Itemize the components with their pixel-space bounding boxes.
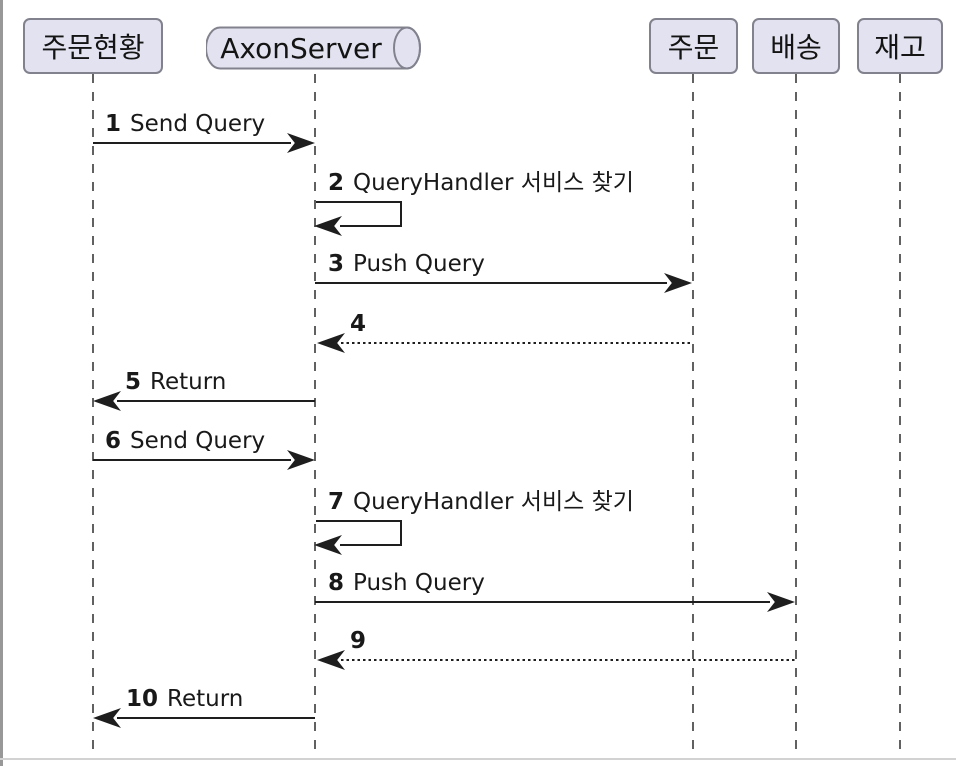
message-4-label: 4: [350, 309, 375, 339]
message-1-arrowhead: [287, 133, 315, 153]
participant-inventory: 재고: [857, 18, 943, 74]
message-6-label: 6 Send Query: [105, 426, 265, 456]
lifeline-inventory: [899, 74, 901, 751]
participant-delivery: 배송: [752, 18, 840, 74]
message-3-text: Push Query: [353, 251, 485, 277]
message-7-text: QueryHandler 서비스 찾기: [353, 489, 634, 515]
message-4-line: [341, 342, 693, 344]
message-9-line: [341, 659, 796, 661]
message-10-number: 10: [126, 686, 159, 712]
message-2-arrowhead: [314, 216, 342, 236]
message-1-text: Send Query: [130, 111, 266, 137]
lifeline-order-status: [92, 74, 94, 751]
message-4-number: 4: [350, 311, 367, 337]
message-7-arrowhead: [314, 535, 342, 555]
message-10-text: Return: [167, 686, 244, 712]
participant-order: 주문: [649, 18, 738, 74]
page-bottom-border: [0, 758, 956, 760]
message-8-line: [315, 601, 770, 603]
message-7-loop-bottom: [340, 544, 402, 546]
message-7-label: 7 QueryHandler 서비스 찾기: [328, 487, 634, 517]
message-5-label: 5 Return: [125, 367, 226, 397]
message-6-number: 6: [105, 428, 122, 454]
message-2-loop-right: [400, 201, 402, 227]
message-3-arrowhead: [664, 273, 692, 293]
message-3-label: 3 Push Query: [328, 249, 485, 279]
message-6-line: [93, 459, 291, 461]
message-2-loop-bottom: [340, 225, 402, 227]
lifeline-delivery: [795, 74, 797, 751]
message-1-line: [93, 142, 291, 144]
message-7-loop-right: [400, 520, 402, 546]
message-2-label: 2 QueryHandler 서비스 찾기: [328, 168, 634, 198]
lifeline-axon-server: [314, 74, 316, 751]
message-6-text: Send Query: [130, 428, 266, 454]
message-8-arrowhead: [767, 592, 795, 612]
message-7-number: 7: [328, 489, 345, 515]
message-7-loop-top: [316, 520, 402, 522]
lifeline-order: [692, 74, 694, 751]
participant-axon-server-queue-shape: [206, 26, 421, 70]
message-5-text: Return: [150, 369, 227, 395]
message-5-line: [117, 400, 315, 402]
message-6-arrowhead: [287, 450, 315, 470]
message-8-label: 8 Push Query: [328, 568, 485, 598]
message-3-number: 3: [328, 251, 345, 277]
message-2-loop-top: [316, 201, 402, 203]
message-10-label: 10 Return: [126, 684, 243, 714]
message-9-label: 9: [350, 626, 375, 656]
message-8-text: Push Query: [353, 570, 485, 596]
message-8-number: 8: [328, 570, 345, 596]
message-1-number: 1: [105, 111, 122, 137]
message-1-label: 1 Send Query: [105, 109, 265, 139]
message-10-line: [117, 717, 315, 719]
message-9-number: 9: [350, 628, 367, 654]
participant-axon-server: AxonServer: [220, 31, 382, 65]
message-3-line: [315, 282, 667, 284]
message-5-number: 5: [125, 369, 142, 395]
message-2-text: QueryHandler 서비스 찾기: [353, 170, 634, 196]
participant-order-status: 주문현황: [23, 18, 163, 74]
message-2-number: 2: [328, 170, 345, 196]
page-left-border: [0, 0, 3, 766]
